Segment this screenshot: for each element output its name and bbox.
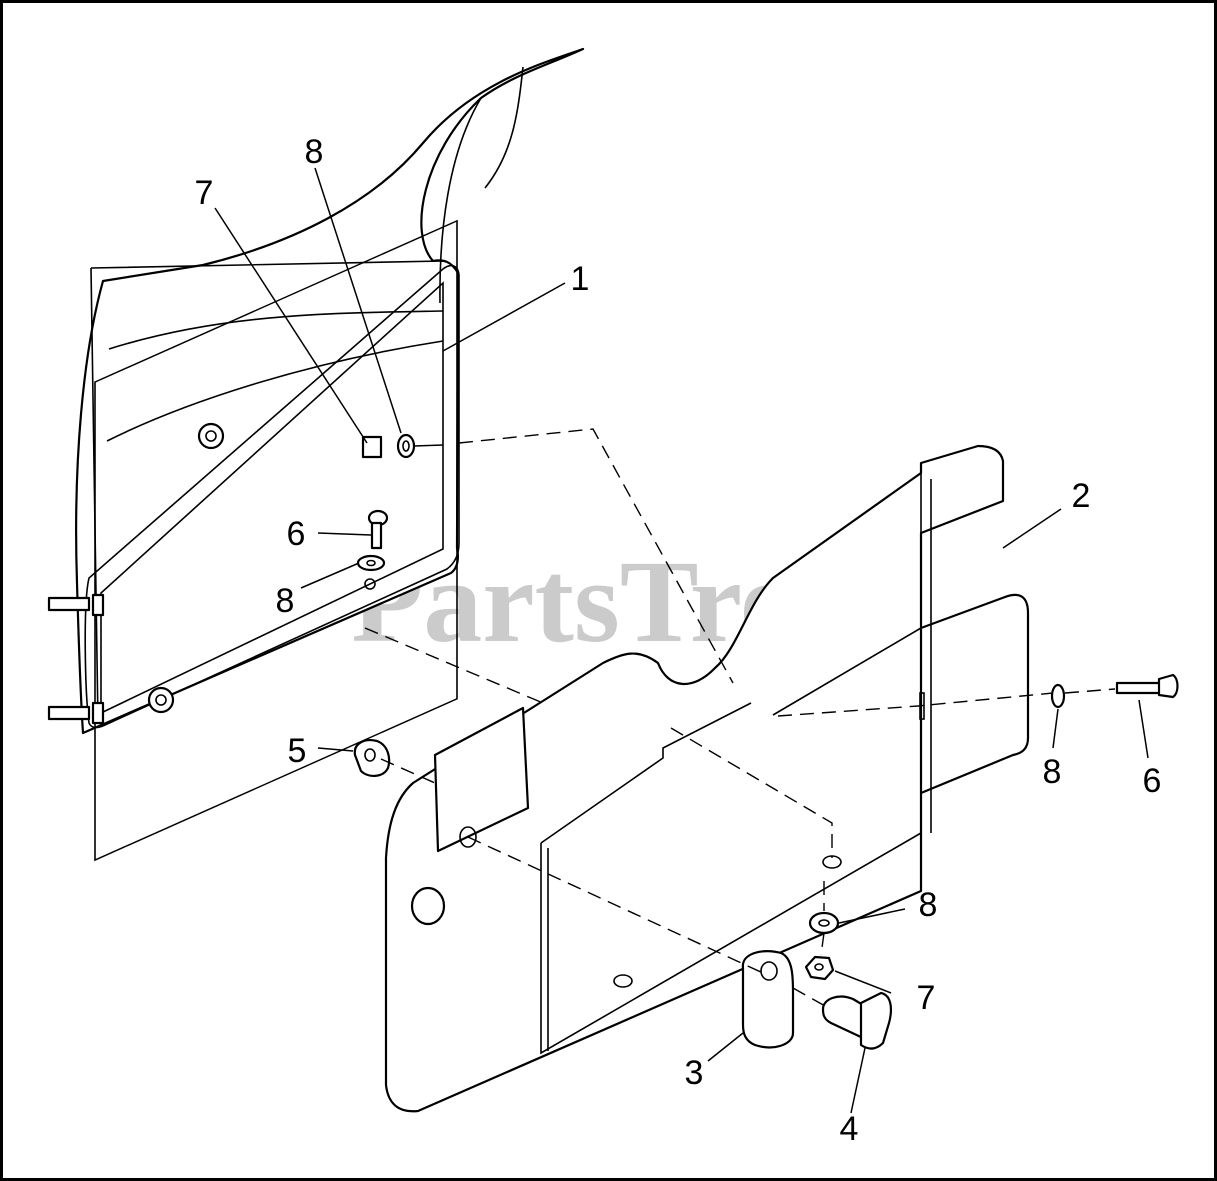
callout-8-left: 8: [276, 582, 295, 620]
callout-3: 3: [685, 1054, 704, 1092]
hardware-washer-top: [396, 433, 444, 459]
hardware-bolt-right: [1115, 673, 1179, 699]
callout-6-right: 6: [1143, 762, 1162, 800]
callout-4: 4: [840, 1110, 859, 1148]
callout-1: 1: [571, 260, 590, 298]
diagram-canvas: PartsTree TM: [47, 47, 1179, 1148]
callout-5: 5: [288, 732, 307, 770]
callout-8-top: 8: [305, 133, 324, 171]
callout-7-top: 7: [195, 174, 214, 212]
callout-6-left: 6: [287, 515, 306, 553]
part-nut-5: [353, 739, 391, 777]
hardware-washer-right: [1050, 683, 1066, 709]
callout-labels: 1 2 3 4 5 6 6 7 7 8 8 8 8: [195, 133, 1162, 1148]
assembly-lines: [364, 428, 1116, 1007]
callout-leaders: [214, 167, 1149, 1114]
hardware-bolt-left: [356, 509, 389, 590]
hardware-nut-top: [361, 435, 383, 459]
part-bracket-plate: [384, 444, 1030, 1113]
callout-8-bottom: 8: [919, 886, 938, 924]
hardware-washer-bottom: [808, 911, 840, 935]
part-link: [741, 950, 795, 1049]
part-bolt-4: [821, 991, 892, 1050]
callout-8-right: 8: [1043, 753, 1062, 791]
hardware-nut-bottom: [804, 955, 835, 981]
callout-2: 2: [1072, 477, 1091, 515]
callout-7-bottom: 7: [917, 979, 936, 1017]
